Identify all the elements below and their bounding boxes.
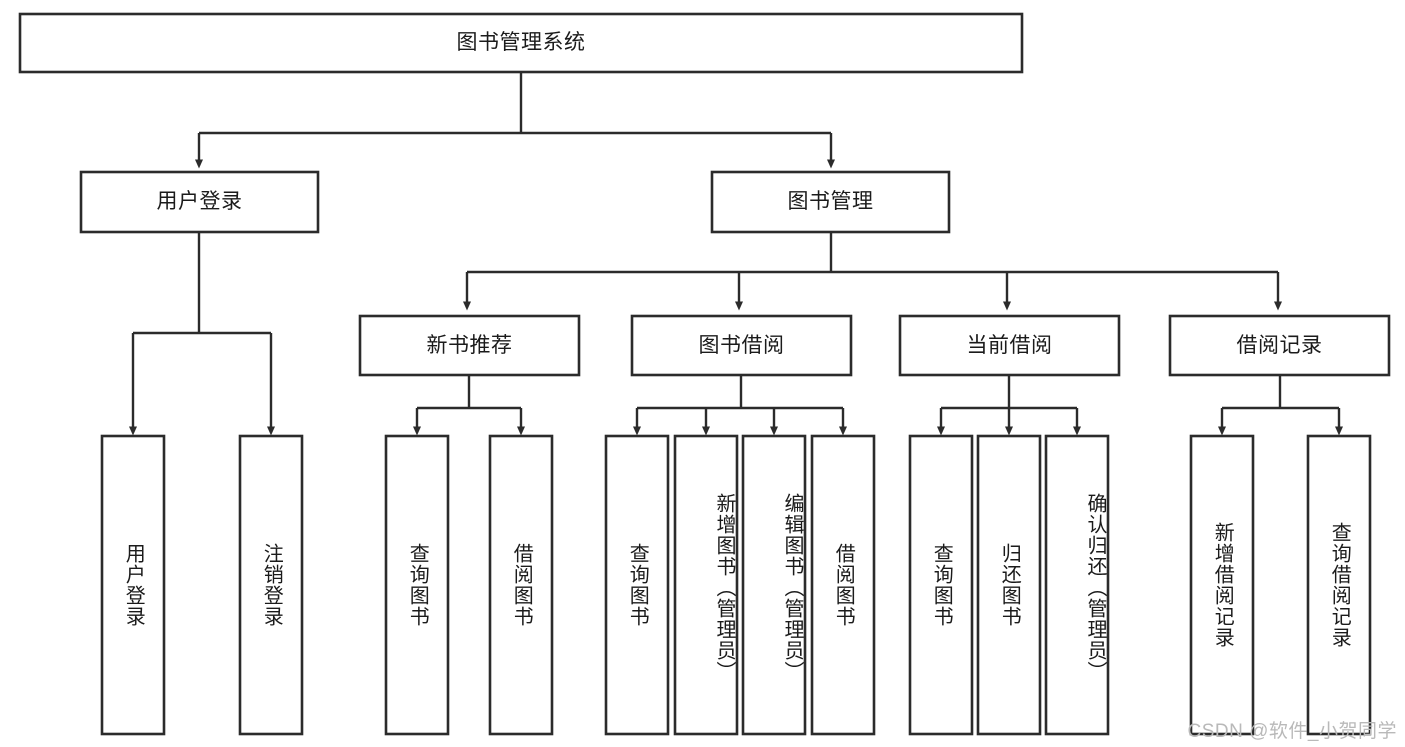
leaf-box-book-borrow-3[interactable] (810, 434, 876, 736)
node-box-new-book-recommend[interactable] (358, 314, 581, 377)
leaf-box-current-borrow-1[interactable] (976, 434, 1042, 736)
leaf-box-borrow-record-1[interactable] (1306, 434, 1372, 736)
node-box-current-borrow[interactable] (898, 314, 1121, 377)
leaf-box-book-borrow-2[interactable] (741, 434, 807, 736)
leaf-box-user-login-1[interactable] (238, 434, 304, 736)
leaf-box-book-borrow-0[interactable] (604, 434, 670, 736)
leaf-box-current-borrow-2[interactable] (1044, 434, 1110, 736)
leaf-box-user-login-0[interactable] (100, 434, 166, 736)
node-box-book-management[interactable] (710, 170, 951, 234)
connector-newbook-to-leaves (413, 376, 525, 436)
leaf-box-book-borrow-1[interactable] (673, 434, 739, 736)
leaf-box-borrow-record-0[interactable] (1189, 434, 1255, 736)
connector-bookborrow-to-leaves (633, 376, 847, 436)
connector-root-to-level2 (195, 73, 835, 169)
leaf-box-new-book-1[interactable] (488, 434, 554, 736)
node-box-user-login[interactable] (79, 170, 320, 234)
connector-borrowrecord-to-leaves (1218, 376, 1343, 436)
connector-currentborrow-to-leaves (937, 376, 1081, 436)
node-box-book-borrow[interactable] (630, 314, 853, 377)
leaf-box-current-borrow-0[interactable] (908, 434, 974, 736)
connector-userlogin-to-leaves (129, 233, 275, 436)
node-box-borrow-record[interactable] (1168, 314, 1391, 377)
node-box-root[interactable] (18, 12, 1024, 74)
connector-bookmgmt-to-level3 (463, 233, 1282, 311)
leaf-box-new-book-0[interactable] (384, 434, 450, 736)
